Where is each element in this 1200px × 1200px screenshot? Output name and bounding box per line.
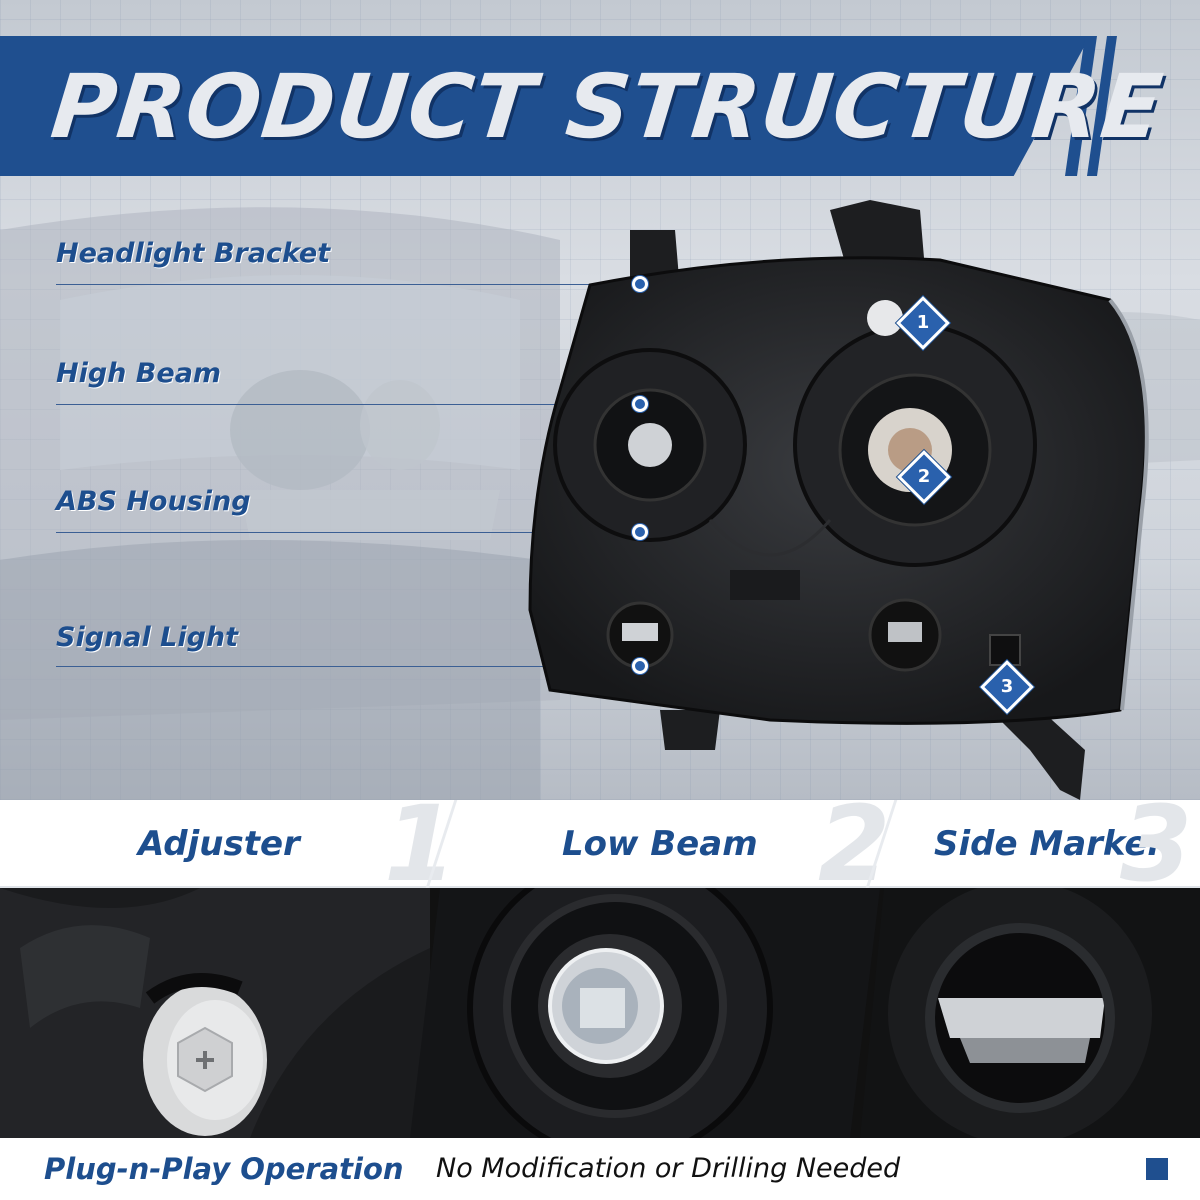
marker-number: 2 (917, 466, 931, 487)
callout-line-abs-housing (56, 532, 634, 533)
callout-abs-housing: ABS Housing (56, 486, 251, 517)
callout-headlight-bracket: Headlight Bracket (56, 238, 331, 269)
title-banner (0, 36, 1090, 176)
marker-number: 3 (1000, 676, 1014, 697)
callout-high-beam: High Beam (56, 358, 222, 389)
footer: Plug-n-Play Operation No Modification or… (0, 1138, 1200, 1200)
side-marker-detail-image (860, 888, 1200, 1138)
detail-label-adjuster: Adjuster (138, 824, 300, 864)
callout-signal-light: Signal Light (56, 622, 239, 653)
banner-stripes-decoration (1065, 36, 1117, 176)
marker-number: 1 (916, 312, 930, 333)
detail-photos (0, 888, 1200, 1138)
callout-dot-icon (632, 658, 648, 674)
callout-line-signal-light (56, 666, 634, 667)
page-title: PRODUCT STRUCTURE (46, 55, 1168, 158)
product-structure-section: PRODUCT STRUCTURE Headlight Bracket High… (0, 0, 1200, 800)
detail-label-strip: Adjuster 1 Low Beam 2 Side Marker 3 (0, 792, 1200, 896)
callout-line-high-beam (56, 404, 634, 405)
callout-line-headlight-bracket (56, 284, 634, 285)
adjuster-detail-image (0, 888, 430, 1138)
detail-label-side-marker: Side Marker (934, 824, 1165, 864)
low-beam-detail-image (410, 888, 880, 1138)
feature-text: Plug-n-Play Operation (44, 1152, 404, 1186)
detail-number: 2 (818, 783, 891, 905)
detail-label-low-beam: Low Beam (562, 824, 758, 864)
callout-dot-icon (632, 396, 648, 412)
callout-dot-icon (632, 524, 648, 540)
callout-dot-icon (632, 276, 648, 292)
feature-note: No Modification or Drilling Needed (436, 1153, 901, 1184)
detail-number: 1 (384, 783, 457, 905)
detail-number: 3 (1120, 783, 1193, 905)
brand-square-icon (1146, 1158, 1168, 1180)
headlight-assembly-image (528, 200, 1149, 800)
